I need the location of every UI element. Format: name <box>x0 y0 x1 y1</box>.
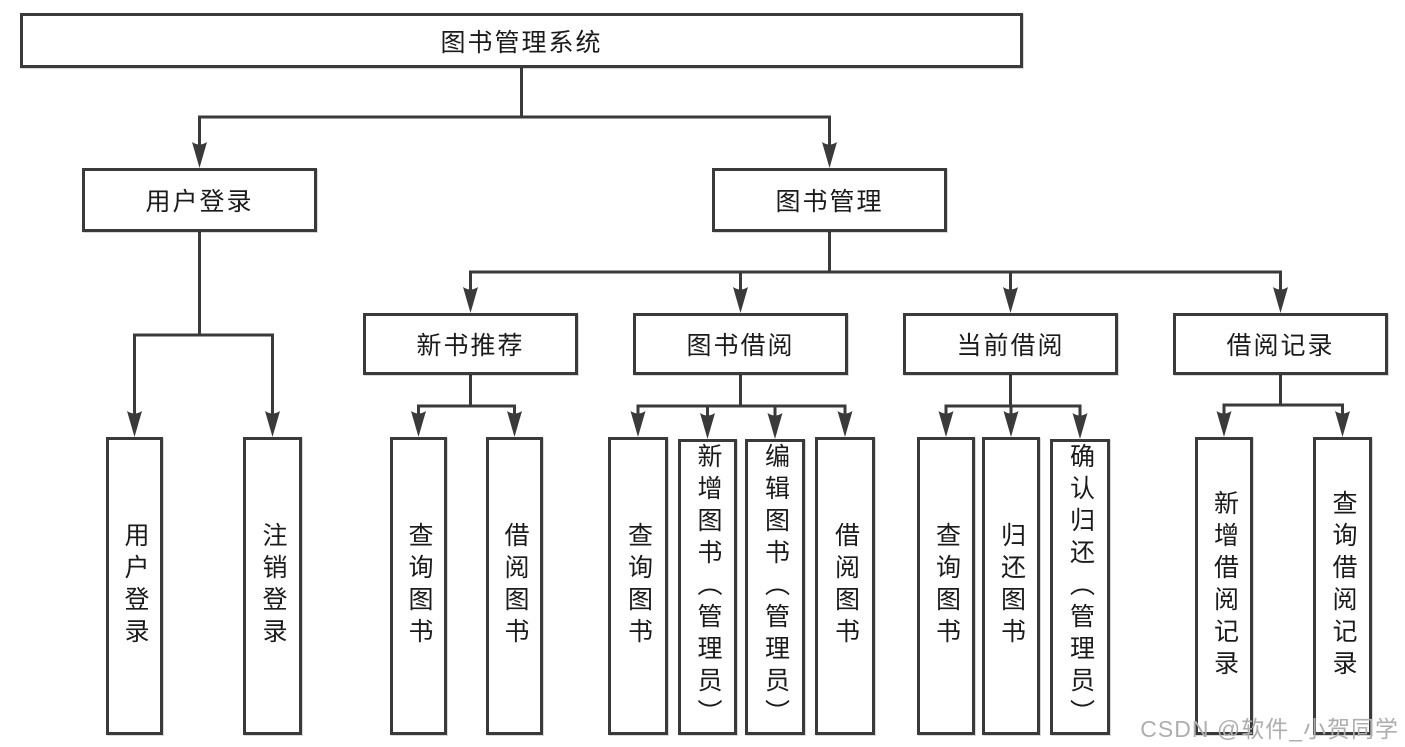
node-label-ul-logout: 注销登录 <box>259 522 287 650</box>
arrowhead-icon <box>700 413 715 439</box>
node-label-br-add: 新增借阅记录 <box>1210 490 1239 682</box>
arrowhead-icon <box>733 287 748 313</box>
node-label-nb-borrow: 借阅图书 <box>501 522 529 650</box>
node-cb-confirm: 确认归还（管理员） <box>1050 439 1110 735</box>
node-current-borrow: 当前借阅 <box>903 313 1118 375</box>
node-label-book-borrow: 图书借阅 <box>686 332 795 360</box>
node-bb-query: 查询图书 <box>608 437 668 735</box>
arrowhead-icon <box>767 413 783 439</box>
node-bb-borrow: 借阅图书 <box>815 437 875 735</box>
arrowhead-icon <box>127 411 142 437</box>
node-book-mgmt: 图书管理 <box>712 168 947 232</box>
arrowhead-icon <box>822 142 837 168</box>
arrowhead-icon <box>411 411 426 437</box>
node-ul-logout: 注销登录 <box>243 437 302 735</box>
node-bb-edit: 编辑图书（管理员） <box>745 439 805 735</box>
arrowhead-icon <box>265 411 280 437</box>
node-cb-return: 归还图书 <box>982 437 1040 735</box>
arrowhead-icon <box>192 142 207 168</box>
node-label-bb-query: 查询图书 <box>624 522 653 650</box>
node-br-query: 查询借阅记录 <box>1313 437 1372 735</box>
arrowhead-icon <box>1335 411 1350 437</box>
arrowhead-icon <box>837 411 853 437</box>
node-label-book-mgmt: 图书管理 <box>775 188 884 216</box>
arrowhead-icon <box>1003 287 1018 313</box>
arrowhead-icon <box>1216 411 1232 437</box>
node-label-br-query: 查询借阅记录 <box>1329 490 1357 682</box>
arrowhead-icon <box>463 287 478 313</box>
node-label-cb-confirm: 确认归还（管理员） <box>1066 443 1095 731</box>
node-label-nb-query: 查询图书 <box>405 522 433 650</box>
arrowhead-icon <box>507 411 522 437</box>
node-cb-query: 查询图书 <box>917 437 975 735</box>
node-new-book-rec: 新书推荐 <box>363 313 578 375</box>
node-nb-query: 查询图书 <box>390 437 447 735</box>
node-user-login: 用户登录 <box>82 168 317 232</box>
node-borrow-records: 借阅记录 <box>1173 313 1388 375</box>
arrowhead-icon <box>630 411 646 437</box>
node-label-bb-add: 新增图书（管理员） <box>694 443 722 731</box>
node-ul-login: 用户登录 <box>106 437 163 735</box>
node-nb-borrow: 借阅图书 <box>486 437 543 735</box>
node-label-new-book-rec: 新书推荐 <box>416 332 525 360</box>
node-label-cb-return: 归还图书 <box>997 522 1026 650</box>
watermark: CSDN @软件_小贺同学 <box>1140 716 1399 742</box>
arrowhead-icon <box>1273 287 1288 313</box>
node-br-add: 新增借阅记录 <box>1195 437 1253 735</box>
arrowhead-icon <box>938 411 954 437</box>
node-label-ul-login: 用户登录 <box>121 522 149 650</box>
node-bb-add: 新增图书（管理员） <box>678 439 737 735</box>
node-book-borrow: 图书借阅 <box>633 313 848 375</box>
arrowhead-icon <box>1003 411 1019 437</box>
node-root: 图书管理系统 <box>20 13 1023 68</box>
node-label-borrow-records: 借阅记录 <box>1226 332 1335 360</box>
node-label-cb-query: 查询图书 <box>932 522 961 650</box>
arrowhead-icon <box>1072 413 1088 439</box>
node-label-user-login: 用户登录 <box>145 188 254 216</box>
node-label-bb-borrow: 借阅图书 <box>831 522 860 650</box>
node-label-current-borrow: 当前借阅 <box>956 332 1065 360</box>
node-label-root: 图书管理系统 <box>440 28 603 57</box>
node-label-bb-edit: 编辑图书（管理员） <box>761 443 790 731</box>
